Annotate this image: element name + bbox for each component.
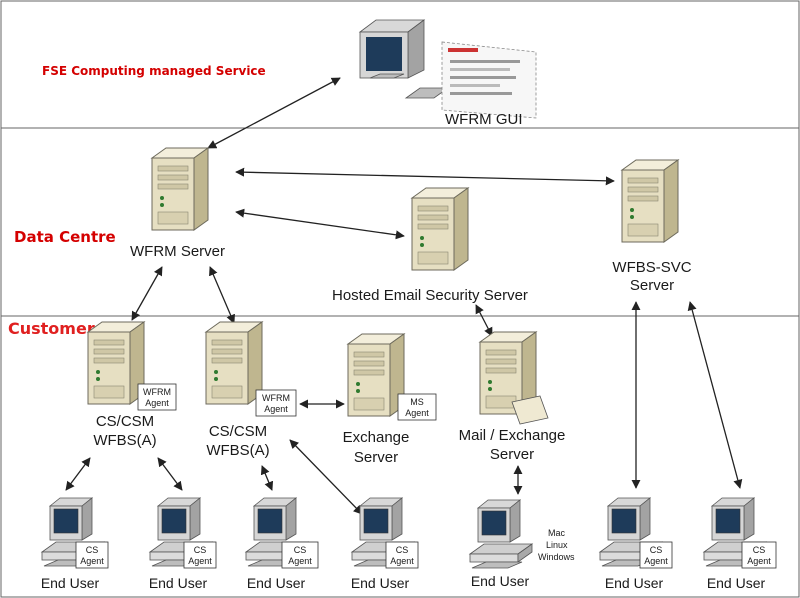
cs2-label-line1: CS/CSM [209,423,267,440]
end-user-7: CS Agent End User [703,497,777,591]
link-cs2-user4 [289,439,363,515]
cs-agent-line2: Agent [80,556,104,566]
cs-agent-badge [281,541,319,569]
cs-agent-badge [385,541,419,569]
end-user-6: CS Agent End User [599,497,673,591]
wfrm-gui-label: WFRM GUI [445,111,522,128]
mail-exchange-label-line1: Mail / Exchange [459,427,566,444]
cs1-label-line1: CS/CSM [96,413,154,430]
wfbs-svc-label-line1: WFBS-SVC [612,259,691,276]
cs1-label-line2: WFBS(A) [93,432,156,449]
mail-exchange-label-line2: Server [490,446,534,463]
wfrm-server-node [151,147,209,231]
link-wfrm-cs1 [131,266,163,321]
cs-agent-badge [741,541,777,569]
cs-agent-line1: CS [86,545,99,555]
end-user-5: Mac Linux Windows End User [469,499,575,589]
customer-zone [0,315,800,598]
cs-agent-line1: CS [753,545,766,555]
agent-badge-2-line2: Agent [264,404,288,414]
cs-agent-badge [639,541,673,569]
end-user-1: CS Agent End User [41,497,109,591]
end-user-label: End User [149,575,208,591]
os-mac-label: Mac [548,528,566,538]
cs-agent-line2: Agent [747,556,771,566]
wfrm-server-label: WFRM Server [130,243,225,260]
wfbs-svc-server-node [621,159,679,243]
hosted-email-server-node [411,187,469,271]
cs-csm-server-1-node: WFRM Agent [87,321,177,411]
wfrm-gui-node [358,19,537,119]
link-wfrm-wfbssvc [235,167,615,186]
cs-agent-badge [75,541,109,569]
end-user-label: End User [471,573,530,589]
exchange-label-line2: Server [354,449,398,466]
end-user-label: End User [247,575,306,591]
exchange-server-node: MS Agent [347,333,437,421]
link-wfrm-hosted [235,208,405,240]
link-cs1-user2 [157,457,183,491]
cs-agent-badge [183,541,217,569]
agent-badge-1-line1: WFRM [143,387,171,397]
cs-agent-line2: Agent [390,556,414,566]
customer-title: Customer [8,319,95,338]
wfbs-svc-label-line2: Server [630,277,674,294]
end-user-label: End User [351,575,410,591]
link-hosted-mail [475,304,493,337]
end-user-label: End User [605,575,664,591]
wfrm-agent-badge-1 [137,383,177,411]
managed-service-title: FSE Computing managed Service [42,64,266,78]
link-cs1-user1 [65,457,91,491]
wfrm-agent-badge-2 [255,389,297,417]
cs-agent-line1: CS [194,545,207,555]
os-windows-label: Windows [538,552,575,562]
cs2-label-line2: WFBS(A) [206,442,269,459]
exchange-label-line1: Exchange [343,429,410,446]
link-gui-wfrm [207,77,341,149]
os-linux-label: Linux [546,540,568,550]
end-user-2: CS Agent End User [149,497,217,591]
cs-agent-line2: Agent [188,556,212,566]
cs-agent-line2: Agent [288,556,312,566]
ms-agent-line1: MS [410,397,424,407]
envelope-icon [511,395,549,425]
agent-badge-2-line1: WFRM [262,393,290,403]
end-user-label: End User [707,575,766,591]
cs-agent-line1: CS [294,545,307,555]
end-user-4: CS Agent End User [351,497,419,591]
hosted-email-label: Hosted Email Security Server [332,287,528,304]
agent-badge-1-line2: Agent [145,398,169,408]
link-cs2-user3 [260,465,274,491]
ms-agent-badge [397,393,437,421]
cs-csm-server-2-node: WFRM Agent [205,321,297,417]
mail-exchange-server-node [479,331,549,425]
end-user-3: CS Agent End User [245,497,319,591]
connection-lines [65,77,743,515]
cs-agent-line2: Agent [644,556,668,566]
link-svc-user7 [687,301,743,489]
ms-agent-line2: Agent [405,408,429,418]
cs-agent-line1: CS [650,545,663,555]
cs-agent-line1: CS [396,545,409,555]
end-user-label: End User [41,575,100,591]
data-centre-title: Data Centre [14,228,116,246]
link-wfrm-cs2 [209,266,235,324]
